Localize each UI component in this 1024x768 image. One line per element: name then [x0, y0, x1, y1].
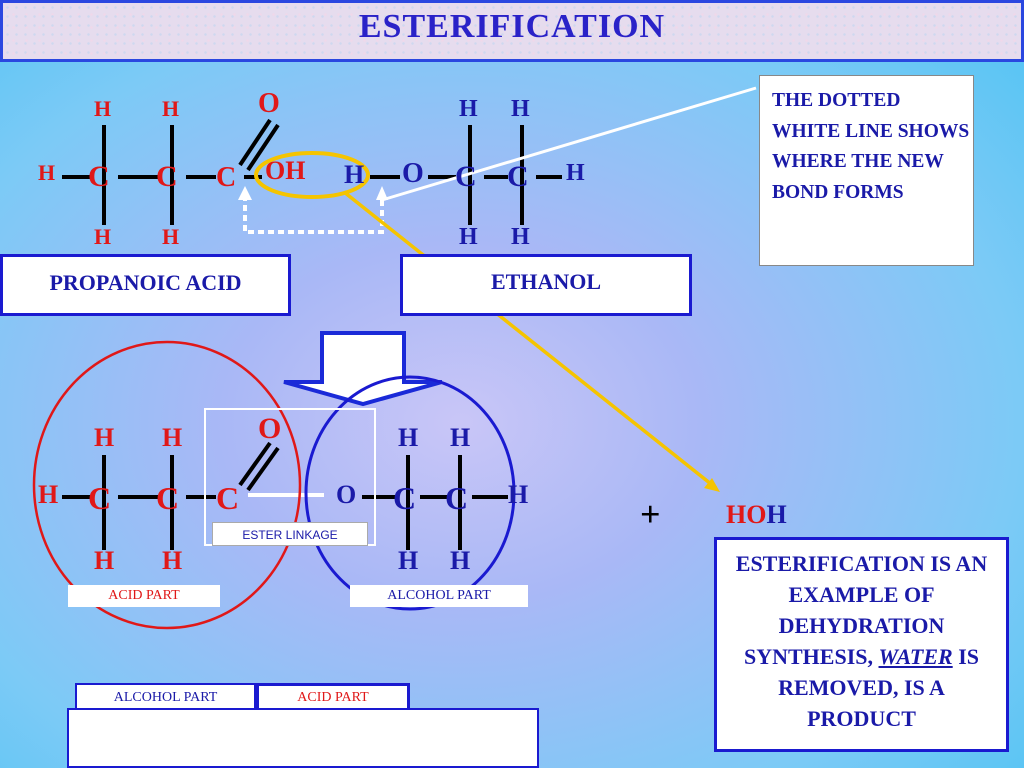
atom-h: H — [162, 96, 180, 121]
atom-o: O — [258, 88, 280, 119]
propanoic-acid-label: PROPANOIC ACID — [0, 254, 291, 316]
atom-h: H — [450, 546, 471, 575]
alcohol-part-circle — [304, 375, 516, 611]
atom-c: C — [507, 160, 529, 193]
plus-sign: + — [640, 494, 661, 534]
water-atoms-highlight — [254, 151, 370, 199]
page-title: ESTERIFICATION — [358, 8, 666, 45]
atom-c: C — [216, 480, 240, 516]
title-bar — [0, 0, 1024, 62]
atom-h: H — [566, 160, 585, 186]
acid-part-circle — [32, 340, 302, 630]
atom-h: H — [94, 423, 115, 452]
atom-h: H — [511, 224, 530, 250]
reactant-bonds — [62, 118, 562, 225]
atom-c: C — [156, 480, 180, 516]
atom-c: C — [393, 480, 417, 516]
bottom-acid-part-header: ACID PART — [256, 683, 410, 711]
atom-h: H — [398, 423, 419, 452]
alcohol-part-label: ALCOHOL PART — [350, 585, 528, 607]
atom-h: H — [94, 96, 112, 121]
water-h: H — [766, 500, 787, 529]
water-arrowhead — [704, 478, 720, 492]
atom-oh: OH — [265, 156, 306, 185]
bottom-alcohol-part-header: ALCOHOL PART — [75, 683, 256, 711]
atom-h: H — [162, 546, 183, 575]
atom-h: H — [459, 224, 478, 250]
atom-h: H — [38, 160, 56, 185]
atom-o: O — [402, 158, 424, 189]
dotted-arrow-right — [376, 186, 388, 200]
atom-c: C — [88, 160, 110, 193]
dotted-bond-line — [243, 195, 384, 234]
water-formula: HOH — [726, 500, 787, 530]
explanation-line1: ESTERIFICATION IS AN EXAMPLE OF DEHYDRAT… — [735, 551, 988, 669]
ester-linkage-label: ESTER LINKAGE — [212, 522, 368, 546]
ethanol-label: ETHANOL — [400, 254, 692, 316]
bottom-table-body — [67, 708, 539, 768]
atom-h: H — [398, 546, 419, 575]
atom-h: H — [450, 423, 471, 452]
atom-h: H — [94, 546, 115, 575]
atom-c: C — [156, 160, 178, 193]
product-bonds — [62, 441, 508, 550]
dotted-arrow-left — [238, 186, 252, 200]
atom-h: H — [508, 480, 529, 509]
atom-h: H — [511, 96, 530, 122]
atom-h: H — [162, 423, 183, 452]
explanation-line2: IS REMOVED, IS A PRODUCT — [778, 644, 979, 731]
atom-c: C — [88, 480, 112, 516]
acid-part-label: ACID PART — [68, 585, 220, 607]
atom-h: H — [344, 160, 365, 189]
atom-c: C — [216, 162, 237, 193]
atom-c: C — [445, 480, 469, 516]
atom-o: O — [258, 412, 282, 445]
explanation-box: ESTERIFICATION IS AN EXAMPLE OF DEHYDRAT… — [714, 537, 1009, 752]
reaction-arrow — [283, 331, 443, 407]
atom-h: H — [38, 480, 59, 509]
atom-o: O — [336, 480, 357, 509]
explanation-water: WATER — [878, 644, 953, 669]
water-pointer-line — [342, 190, 718, 490]
dotted-line-note: THE DOTTED WHITE LINE SHOWS WHERE THE NE… — [759, 75, 974, 266]
atom-h: H — [459, 96, 478, 122]
atom-h: H — [162, 224, 180, 249]
atom-h: H — [94, 224, 112, 249]
water-ho: HO — [726, 500, 767, 529]
atom-c: C — [455, 160, 477, 193]
pointer-line-white — [381, 86, 757, 202]
